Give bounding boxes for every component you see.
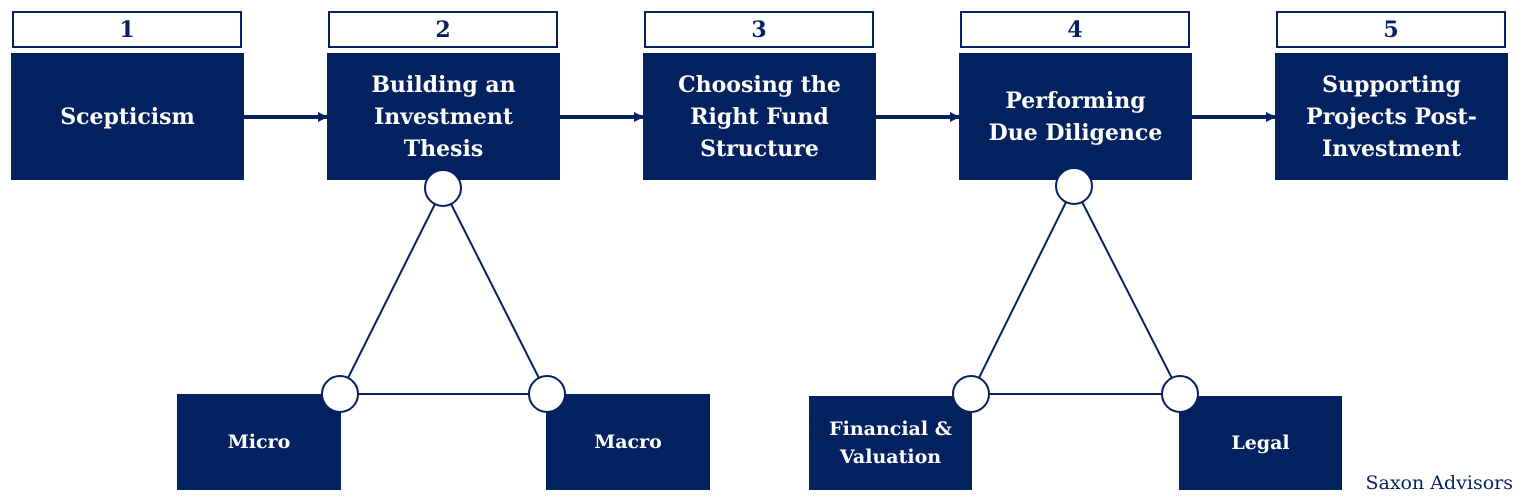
step-number-2: 2 [328, 11, 558, 48]
component-box-macro: Macro [546, 394, 710, 490]
node-circle-thesis-top [424, 169, 462, 207]
step-title: Performing Due Diligence [988, 87, 1163, 146]
component-label: Financial & Valuation [829, 418, 952, 468]
step-title: Building an Investment Thesis [371, 71, 516, 162]
node-circle-financial [952, 375, 990, 413]
node-circle-diligence-top [1055, 167, 1093, 205]
thesis-triangle [339, 187, 548, 395]
step-number-4: 4 [960, 11, 1190, 48]
step-box-post-investment: Supporting Projects Post-Investment [1275, 53, 1508, 180]
node-circle-micro [321, 375, 359, 413]
step-box-scepticism: Scepticism [11, 53, 244, 180]
component-box-legal: Legal [1179, 396, 1342, 490]
step-box-investment-thesis: Building an Investment Thesis [327, 53, 560, 180]
step-number-5: 5 [1276, 11, 1506, 48]
component-box-financial-valuation: Financial & Valuation [809, 396, 972, 490]
brand-label: Saxon Advisors [1365, 472, 1514, 494]
component-box-micro: Micro [177, 394, 341, 490]
step-number-3: 3 [644, 11, 874, 48]
step-number-1: 1 [12, 11, 242, 48]
component-label: Legal [1231, 432, 1290, 454]
step-title: Choosing the Right Fund Structure [678, 71, 841, 162]
node-circle-macro [528, 375, 566, 413]
component-label: Macro [594, 431, 662, 453]
diligence-triangle [970, 185, 1181, 395]
step-box-fund-structure: Choosing the Right Fund Structure [643, 53, 876, 180]
step-title: Supporting Projects Post-Investment [1306, 71, 1477, 162]
step-box-due-diligence: Performing Due Diligence [959, 53, 1192, 180]
component-label: Micro [227, 431, 291, 453]
node-circle-legal [1161, 375, 1199, 413]
step-title: Scepticism [60, 103, 195, 130]
